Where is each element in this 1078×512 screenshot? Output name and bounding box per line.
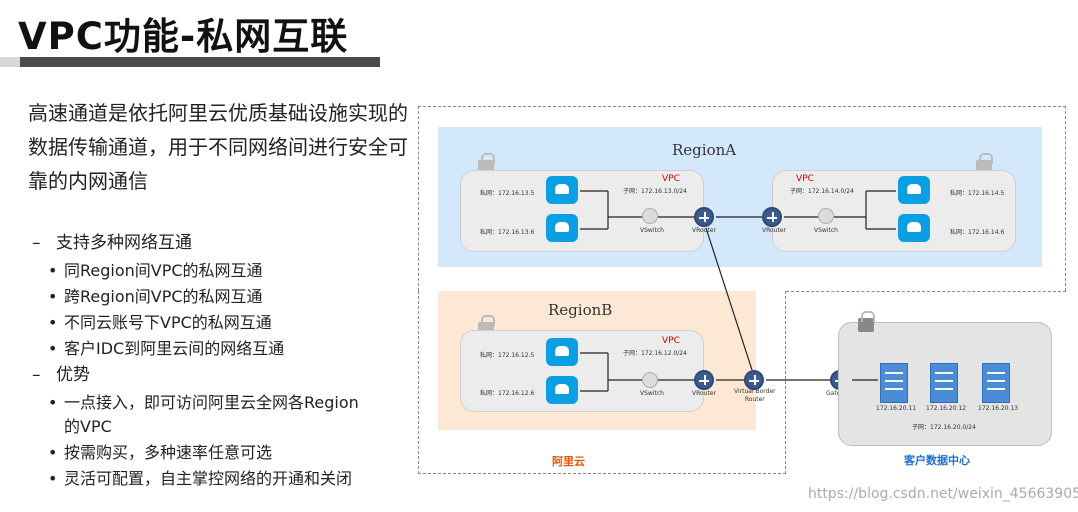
slide-title: VPC功能-私网互联 bbox=[18, 15, 349, 58]
idc-subnet: 子网：172.16.20.0/24 bbox=[912, 424, 976, 431]
bullet-s1-text: 同Region间VPC的私网互通 bbox=[64, 261, 263, 280]
lead-paragraph: 高速通道是依托阿里云优质基础设施实现的数据传输通道，用于不同网络间进行安全可靠的… bbox=[28, 101, 408, 193]
title-underbar bbox=[0, 57, 380, 67]
idc-ip3: 172.16.20.13 bbox=[978, 405, 1019, 412]
vpc-a1-ip1: 私网：172.16.13.5 bbox=[480, 190, 535, 197]
bullet-support: –支持多种网络互通 bbox=[32, 233, 192, 253]
bullet-adv-text: 优势 bbox=[56, 365, 90, 385]
aliyun-boundary-step bbox=[786, 291, 1066, 292]
bullet-s3-text: 不同云账号下VPC的私网互通 bbox=[64, 313, 272, 332]
server-rack-icon bbox=[982, 363, 1010, 403]
vswitch-label: VSwitch bbox=[640, 390, 664, 397]
bullet-a2-text: 按需购买，多种速率任意可选 bbox=[64, 443, 273, 462]
cloud-server-icon bbox=[546, 214, 578, 242]
server-rack-icon bbox=[930, 363, 958, 403]
vpc-a2-label: VPC bbox=[796, 174, 814, 184]
bullet-s4: •客户IDC到阿里云间的网络互通 bbox=[48, 339, 285, 358]
vpc-a1-ip2: 私网：172.16.13.6 bbox=[480, 229, 535, 236]
server-rack-icon bbox=[880, 363, 908, 403]
vpc-b-subnet: 子网：172.16.12.0/24 bbox=[623, 350, 687, 357]
vswitch-label: VSwitch bbox=[640, 227, 664, 234]
idc-ip1: 172.16.20.11 bbox=[876, 405, 917, 412]
watermark: https://blog.csdn.net/weixin_45663905 bbox=[808, 486, 1078, 502]
cloud-server-icon bbox=[546, 338, 578, 366]
bullet-s2: •跨Region间VPC的私网互通 bbox=[48, 287, 263, 306]
bullet-a2: •按需购买，多种速率任意可选 bbox=[48, 443, 273, 462]
vrouter-label: VRouter bbox=[692, 390, 716, 397]
vpc-a2-ip1: 私网：172.16.14.5 bbox=[950, 190, 1005, 197]
lock-icon bbox=[858, 311, 875, 332]
vrouter-icon bbox=[694, 370, 714, 390]
idc-ip2: 172.16.20.12 bbox=[926, 405, 967, 412]
vpc-a2-ip2: 私网：172.16.14.6 bbox=[950, 229, 1005, 236]
bullet-s3: •不同云账号下VPC的私网互通 bbox=[48, 313, 272, 332]
bullet-a1-text: 一点接入，即可访问阿里云全网各Region bbox=[64, 393, 359, 412]
bullet-a3-text: 灵活可配置，自主掌控网络的开通和关闭 bbox=[64, 469, 353, 488]
vpc-b-label: VPC bbox=[662, 336, 680, 346]
vpc-a1-subnet: 子网：172.16.13.0/24 bbox=[623, 188, 687, 195]
vpc-a2-subnet: 子网：172.16.14.0/24 bbox=[790, 188, 854, 195]
vpc-b-ip2: 私网：172.16.12.6 bbox=[480, 390, 535, 397]
vswitch-icon bbox=[642, 372, 658, 388]
bullet-s2-text: 跨Region间VPC的私网互通 bbox=[64, 287, 263, 306]
vpc-a2 bbox=[772, 170, 1016, 252]
bullet-adv: –优势 bbox=[32, 365, 90, 385]
bullet-a1-cont: 的VPC bbox=[64, 417, 112, 436]
vpc-a1-label: VPC bbox=[662, 174, 680, 184]
cloud-server-icon bbox=[898, 176, 930, 204]
vpc-a1 bbox=[460, 170, 704, 252]
cloud-server-icon bbox=[898, 214, 930, 242]
vswitch-label: VSwitch bbox=[814, 227, 838, 234]
bullet-a3: •灵活可配置，自主掌控网络的开通和关闭 bbox=[48, 469, 353, 488]
vpc-b-ip1: 私网：172.16.12.5 bbox=[480, 352, 535, 359]
virtual-border-router-icon bbox=[744, 370, 764, 390]
virtual-border-router-label: Virtual Border Router bbox=[734, 388, 776, 403]
aliyun-boundary-bottom bbox=[418, 291, 786, 474]
bullet-s4-text: 客户IDC到阿里云间的网络互通 bbox=[64, 339, 285, 358]
vrouter-label: VRouter bbox=[692, 227, 716, 234]
vrouter-icon bbox=[762, 207, 782, 227]
aliyun-boundary-top bbox=[418, 106, 1066, 291]
vrouter-label: VRouter bbox=[762, 227, 786, 234]
vswitch-icon bbox=[818, 208, 834, 224]
vswitch-icon bbox=[642, 208, 658, 224]
region-a-title: RegionA bbox=[672, 141, 737, 159]
aliyun-label: 阿里云 bbox=[552, 455, 585, 468]
bullet-support-text: 支持多种网络互通 bbox=[56, 233, 192, 253]
cloud-server-icon bbox=[546, 376, 578, 404]
cloud-server-icon bbox=[546, 176, 578, 204]
vrouter-icon bbox=[694, 207, 714, 227]
idc-label: 客户数据中心 bbox=[904, 454, 970, 467]
bullet-s1: •同Region间VPC的私网互通 bbox=[48, 261, 263, 280]
bullet-a1: •一点接入，即可访问阿里云全网各Region bbox=[48, 393, 359, 412]
region-b-title: RegionB bbox=[548, 301, 613, 319]
